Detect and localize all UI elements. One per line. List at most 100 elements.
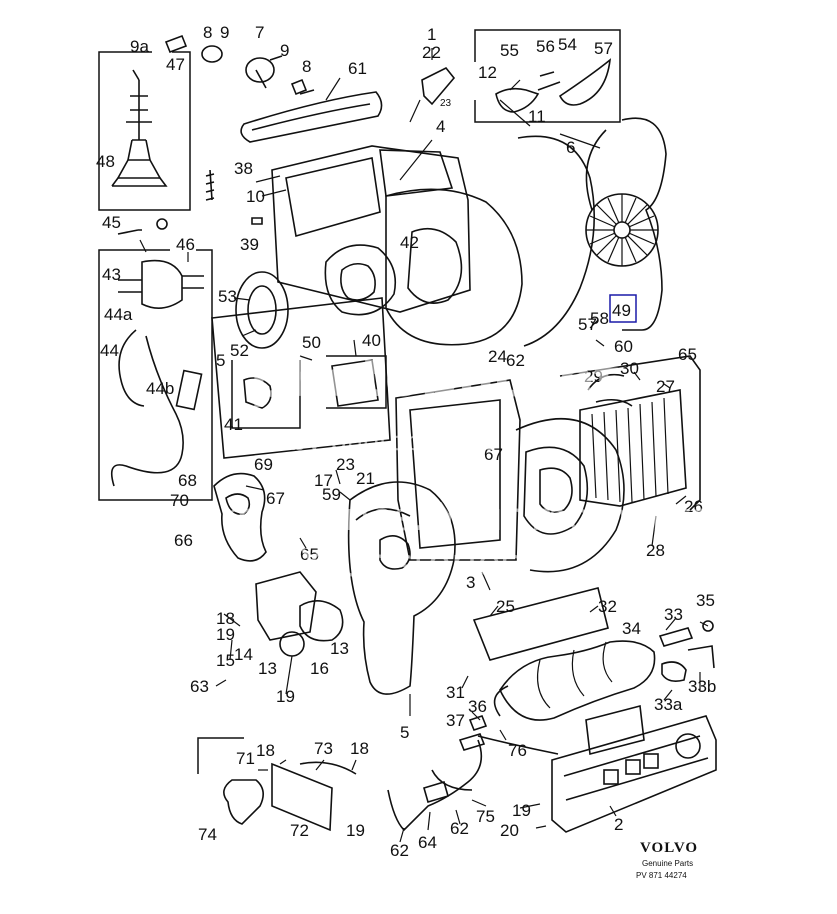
callout-62a: 62 bbox=[506, 351, 525, 370]
callout-76: 76 bbox=[508, 741, 527, 760]
callout-15: 15 bbox=[216, 651, 235, 670]
callout-49: 49 bbox=[612, 301, 631, 320]
callout-39: 39 bbox=[240, 235, 259, 254]
genuine-parts-text: Genuine Parts bbox=[642, 859, 693, 868]
callout-1: 1 bbox=[427, 25, 436, 44]
callout-11: 11 bbox=[528, 107, 546, 126]
watermark-logo: photobucket bbox=[250, 349, 619, 409]
callout-20: 20 bbox=[500, 821, 519, 840]
callout-27: 27 bbox=[656, 377, 675, 396]
callout-14: 14 bbox=[234, 645, 253, 664]
callout-57a: 57 bbox=[594, 39, 613, 58]
callout-9b: 9 bbox=[280, 41, 289, 60]
callout-74: 74 bbox=[198, 825, 217, 844]
callout-63: 63 bbox=[190, 677, 209, 696]
callout-23b: 23 bbox=[336, 455, 355, 474]
callout-38: 38 bbox=[234, 159, 253, 178]
callout-17: 17 bbox=[314, 471, 333, 490]
watermark-tagline: Your memories. Your moments. bbox=[129, 495, 722, 539]
callout-19a: 19 bbox=[216, 625, 235, 644]
volvo-logo-text: VOLVO bbox=[640, 840, 698, 856]
callout-65b: 65 bbox=[300, 545, 319, 564]
callout-25: 25 bbox=[496, 597, 515, 616]
callout-72: 72 bbox=[290, 821, 309, 840]
callout-6: 6 bbox=[566, 138, 575, 157]
callout-5b: 5 bbox=[400, 723, 409, 742]
control-panel-2 bbox=[551, 704, 717, 833]
callout-71: 71 bbox=[236, 749, 255, 768]
callout-35: 35 bbox=[696, 591, 715, 610]
callout-18c: 18 bbox=[350, 739, 369, 758]
callout-31: 31 bbox=[446, 683, 465, 702]
callout-19c: 19 bbox=[346, 821, 365, 840]
small-fittings bbox=[458, 620, 715, 755]
callout-34: 34 bbox=[622, 619, 641, 638]
callout-33: 33 bbox=[664, 605, 683, 624]
inset-vacuum-motor-box bbox=[98, 51, 191, 211]
callout-16: 16 bbox=[310, 659, 329, 678]
callout-23a: 23 bbox=[440, 98, 452, 109]
inset-fan-motor-box bbox=[98, 249, 213, 501]
callout-21: 21 bbox=[356, 469, 375, 488]
callout-69: 69 bbox=[254, 455, 273, 474]
callout-33a: 33a bbox=[654, 695, 683, 714]
callout-19b: 19 bbox=[276, 687, 295, 706]
callout-4: 4 bbox=[436, 117, 445, 136]
highlight-box-49 bbox=[609, 294, 637, 323]
callout-13a: 13 bbox=[330, 639, 349, 658]
callout-67a: 67 bbox=[484, 445, 503, 464]
callout-73: 73 bbox=[314, 739, 333, 758]
callout-70: 70 bbox=[170, 491, 189, 510]
fan-wheel bbox=[585, 193, 659, 267]
callout-62c: 62 bbox=[390, 841, 409, 860]
callout-59: 59 bbox=[322, 485, 341, 504]
callout-48: 48 bbox=[96, 152, 115, 171]
callout-60: 60 bbox=[614, 337, 633, 356]
callout-44: 44 bbox=[100, 341, 119, 360]
callout-28: 28 bbox=[646, 541, 665, 560]
callout-29: 29 bbox=[584, 367, 603, 386]
callout-68: 68 bbox=[178, 471, 197, 490]
callout-36: 36 bbox=[468, 697, 487, 716]
callout-42: 42 bbox=[400, 233, 419, 252]
callout-labels: 9a 8 9 7 9 8 47 61 1 22 23 55 56 54 57 1… bbox=[96, 23, 716, 860]
callout-18b: 18 bbox=[256, 741, 275, 760]
callout-46: 46 bbox=[176, 235, 195, 254]
callout-65a: 65 bbox=[678, 345, 697, 364]
callout-61: 61 bbox=[348, 59, 367, 78]
callout-44a: 44a bbox=[104, 305, 133, 324]
main-heater-housing bbox=[211, 91, 701, 695]
callout-24: 24 bbox=[488, 347, 507, 366]
callout-9a-right: 9 bbox=[220, 23, 229, 42]
callout-8a: 8 bbox=[203, 23, 212, 42]
callout-10: 10 bbox=[246, 187, 265, 206]
callout-5a: 5 bbox=[216, 351, 225, 370]
callout-45: 45 bbox=[102, 213, 121, 232]
callout-57b: 57 bbox=[578, 315, 597, 334]
callout-13b: 13 bbox=[258, 659, 277, 678]
callout-50: 50 bbox=[302, 333, 321, 352]
photobucket-watermark: photobucket by photobucket Your memories… bbox=[129, 349, 722, 585]
callout-33b: 33b bbox=[688, 677, 716, 696]
watermark-byline: by photobucket bbox=[290, 427, 493, 457]
callout-75: 75 bbox=[476, 807, 495, 826]
callout-54: 54 bbox=[558, 35, 577, 54]
leader-lines bbox=[139, 48, 709, 843]
watermark-tagline-2: Your stories. bbox=[299, 541, 533, 585]
callout-26: 26 bbox=[684, 497, 703, 516]
callout-43: 43 bbox=[102, 265, 121, 284]
callout-52: 52 bbox=[230, 341, 249, 360]
callout-37: 37 bbox=[446, 711, 465, 730]
callout-56: 56 bbox=[536, 37, 555, 56]
callout-8b: 8 bbox=[302, 57, 311, 76]
tube-64-75 bbox=[387, 739, 483, 832]
callout-2: 2 bbox=[614, 815, 623, 834]
hose-assembly-34 bbox=[472, 587, 656, 721]
callout-62b: 62 bbox=[450, 819, 469, 838]
top-fittings bbox=[117, 34, 456, 235]
callout-12: 12 bbox=[478, 63, 497, 82]
callout-67b: 67 bbox=[266, 489, 285, 508]
callout-47: 47 bbox=[166, 55, 185, 74]
callout-22: 22 bbox=[422, 43, 441, 62]
